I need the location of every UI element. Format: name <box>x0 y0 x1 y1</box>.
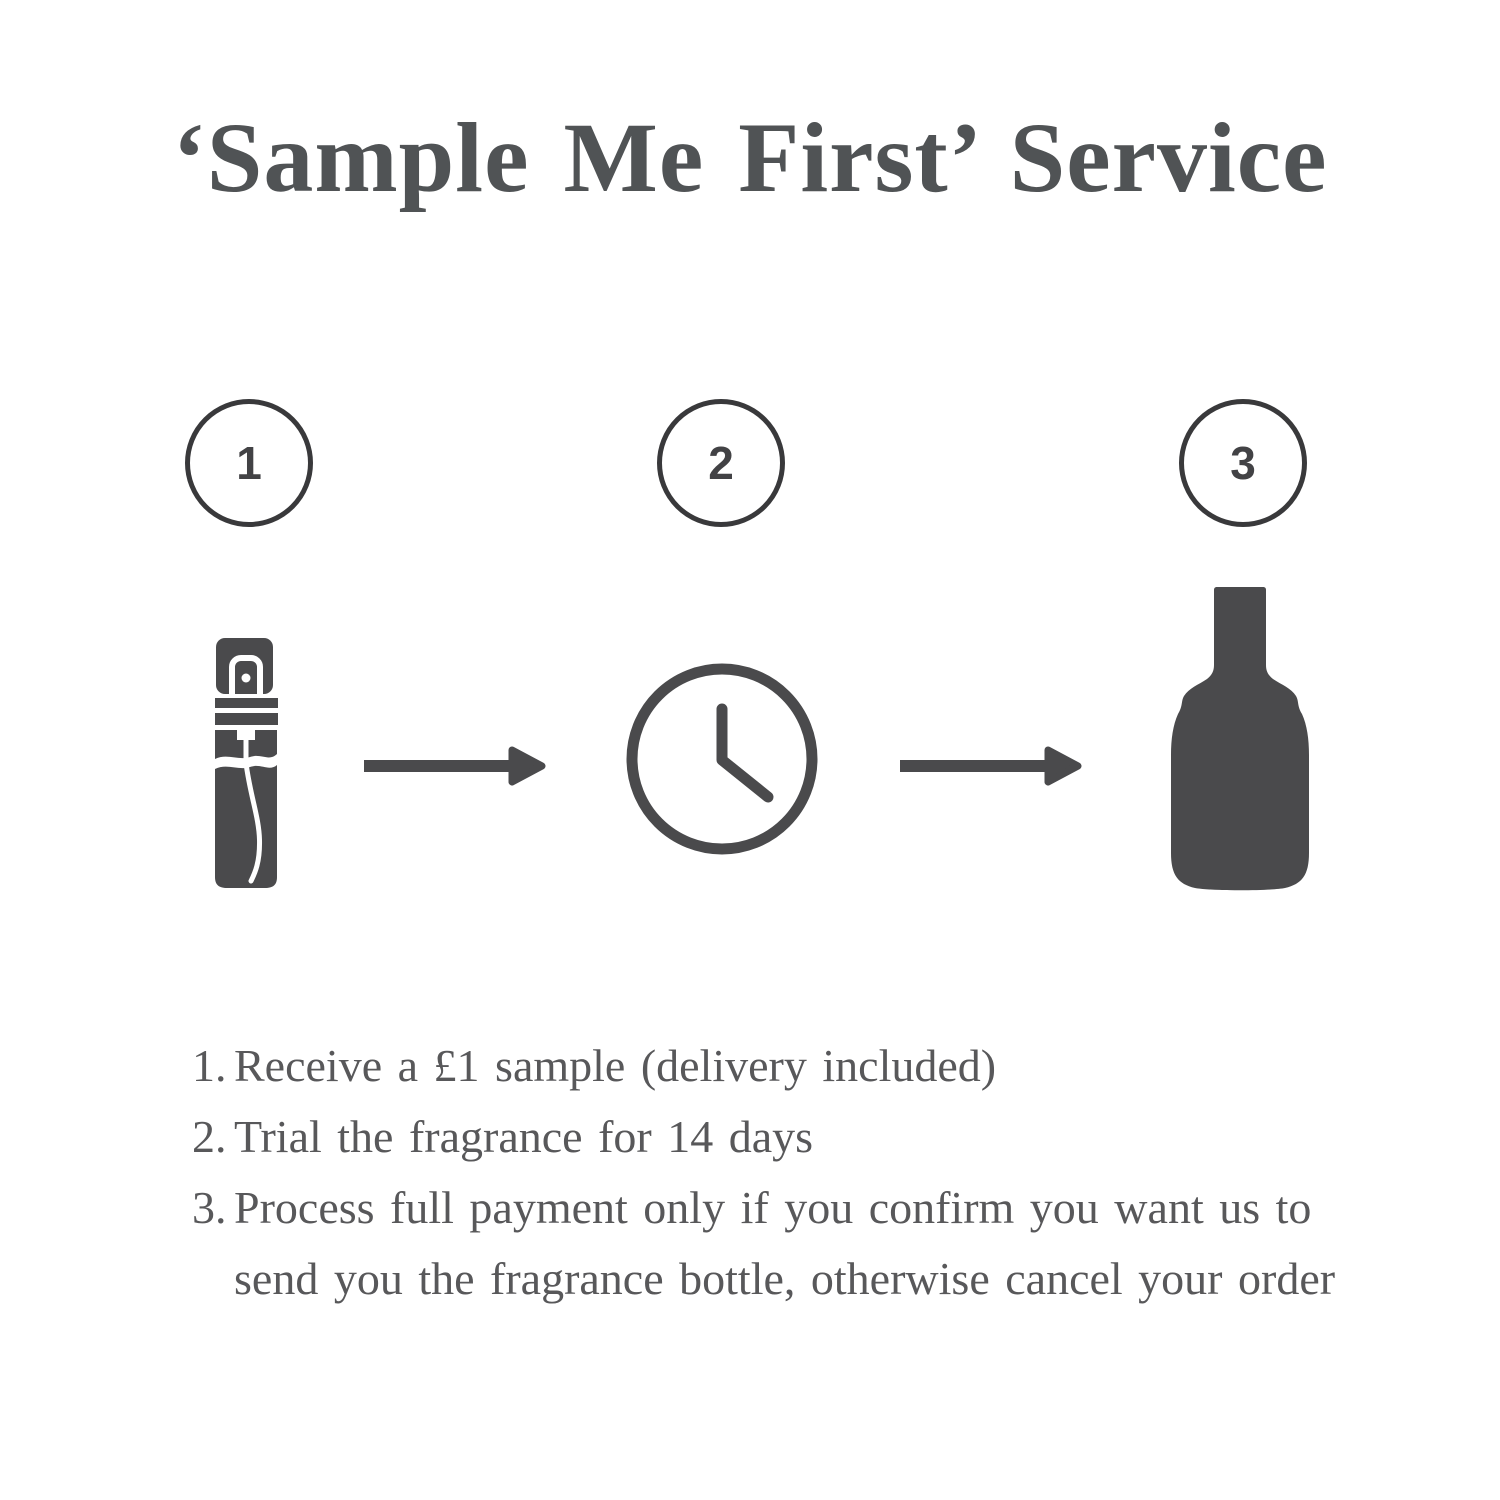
instruction-item-2: 2.Trial the fragrance for 14 days <box>192 1101 1407 1172</box>
step-2-number: 2 <box>708 437 734 489</box>
fragrance-bottle-icon <box>1171 587 1309 891</box>
step-2-badge: 2 <box>657 399 785 527</box>
instruction-3-text: Process full payment only if you confirm… <box>234 1182 1336 1304</box>
instruction-item-1: 1.Receive a £1 sample (delivery included… <box>192 1030 1407 1101</box>
instruction-list: 1.Receive a £1 sample (delivery included… <box>192 1030 1407 1314</box>
step-3-badge: 3 <box>1179 399 1307 527</box>
instruction-2-number: 2. <box>192 1111 227 1162</box>
arrow-right-icon <box>900 746 1082 786</box>
instruction-3-number: 3. <box>192 1182 227 1233</box>
step-1-badge: 1 <box>185 399 313 527</box>
instruction-1-text: Receive a £1 sample (delivery included) <box>234 1040 997 1091</box>
perfume-sample-vial-icon <box>215 638 278 888</box>
instruction-2-text: Trial the fragrance for 14 days <box>234 1111 814 1162</box>
instruction-item-3: 3.Process full payment only if you confi… <box>192 1172 1407 1314</box>
clock-icon <box>626 663 818 855</box>
arrow-right-icon <box>364 746 546 786</box>
page-title: ‘Sample Me First’ Service <box>172 102 1328 213</box>
step-3-number: 3 <box>1230 437 1256 489</box>
instruction-1-number: 1. <box>192 1040 227 1091</box>
step-1-number: 1 <box>236 437 262 489</box>
